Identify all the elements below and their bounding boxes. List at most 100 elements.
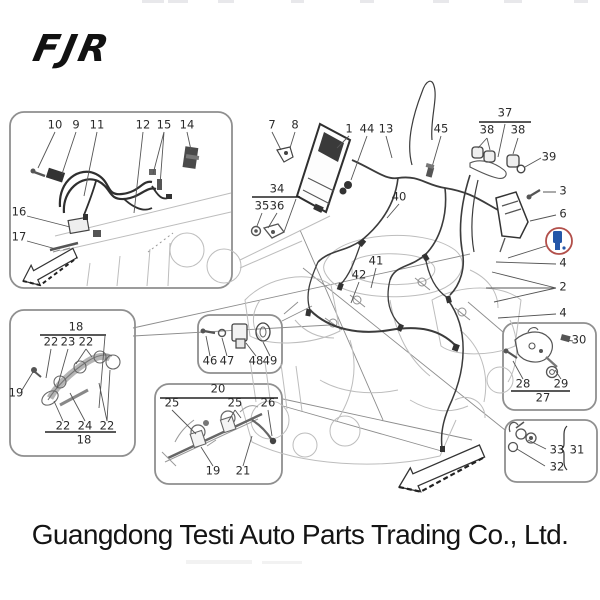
highlighted-spark-plug [545,227,573,255]
part-number-label: 19 [205,463,221,478]
part-number-label: 47 [219,353,235,368]
part-number-label: 33 [549,442,565,457]
part-number-label: 25 [227,395,243,410]
part-number-label: 22 [78,334,94,349]
small-sensor-sketch [200,322,271,349]
bolt-45 [425,163,435,178]
part-number-label: 40 [391,189,407,204]
part-number-label: 21 [235,463,251,478]
part-number-label: 14 [179,117,195,132]
part-number-label: 48 [248,353,264,368]
part-number-label: 2 [559,279,567,294]
part-number-label: 38 [479,122,495,137]
part-number-label: 45 [433,121,449,136]
part-number-label: 11 [89,117,105,132]
tl-leader-lines [26,131,192,250]
part-number-label: 27 [535,390,551,405]
ecu-module [295,122,352,214]
part-number-label: 36 [269,198,285,213]
cam-solenoid-sketch [31,350,121,407]
right-sensors-sketch [507,421,537,453]
part-number-label: 25 [164,395,180,410]
cam-solenoid-brackets [40,334,116,433]
fuel-rail-leaders [171,409,273,467]
part-number-label: 17 [11,229,27,244]
center-leaders [271,131,442,304]
box-sensor-small [197,314,283,374]
part-number-label: 13 [378,121,394,136]
box-sensors-right [504,419,598,483]
part-number-label: 39 [541,149,557,164]
bolt-3 [526,189,541,200]
part-number-label: 22 [43,334,59,349]
part-number-label: 46 [202,353,218,368]
part-number-label: 41 [368,253,384,268]
bottom-direction-arrow [397,444,486,493]
part-number-label: 42 [351,267,367,282]
part-number-label: 28 [515,376,531,391]
ignition-coil [495,191,529,253]
part-number-label: 12 [135,117,151,132]
footer-smudge-2 [262,561,302,564]
part-number-label: 9 [72,117,80,132]
part-number-label: 34 [269,181,285,196]
wiring-harness [307,80,499,449]
part-number-label: 8 [291,117,299,132]
part-number-label: 4 [559,255,567,270]
part-number-label: 35 [254,198,270,213]
part-number-label: 6 [559,206,567,221]
part-number-label: 26 [260,395,276,410]
bracket-box-leaders [512,339,574,380]
part-number-label: 23 [60,334,76,349]
box-top-left [9,111,233,289]
group-34-parts [250,223,285,239]
right-side-leaders [486,191,557,319]
part-7-8-bracket [276,146,294,163]
part-number-label: 24 [77,418,93,433]
part-number-label: 31 [569,442,585,457]
part-number-label: 29 [553,376,569,391]
spark-plug-body [553,231,562,243]
part-number-label: 49 [262,353,278,368]
box-bracket [502,322,597,411]
part-number-label: 18 [68,319,84,334]
part-number-label: 37 [497,105,513,120]
group-37-parts [469,146,526,179]
part-number-label: 22 [99,418,115,433]
group-34-leaders [256,198,297,233]
part-number-label: 44 [359,121,375,136]
small-sensor-leaders [205,335,271,357]
part-number-label: 38 [510,122,526,137]
part-number-label: 19 [8,385,24,400]
part-number-label: 10 [47,117,63,132]
part-number-label: 32 [549,459,565,474]
box-fuel-rail [154,383,283,485]
part-number-label: 20 [210,381,226,396]
tl-pipes [58,170,169,216]
part-number-label: 3 [559,183,567,198]
fuel-rail-sketch [161,405,277,467]
part-number-label: 18 [76,432,92,447]
tl-parts [30,146,200,253]
part-number-label: 30 [571,332,587,347]
part-number-label: 16 [11,204,27,219]
part-number-label: 1 [345,121,353,136]
part-number-label: 15 [156,117,172,132]
part-number-label: 22 [55,418,71,433]
footer-smudge [186,560,252,564]
tl-direction-arrow [22,247,78,287]
spark-plug-tip [555,243,560,250]
box-cam-solenoids [9,309,136,457]
tl-engine-block-sketch [54,192,242,287]
harness-connectors [305,181,460,452]
group-37-leaders [477,123,542,168]
right-sensors-leaders [516,425,568,471]
cam-solenoid-leaders [21,335,111,422]
engine-sketch [239,215,522,465]
part-number-label: 4 [559,305,567,320]
detail-boxes [9,111,598,485]
part-number-label: 7 [268,117,276,132]
highlight-ring [545,227,573,255]
